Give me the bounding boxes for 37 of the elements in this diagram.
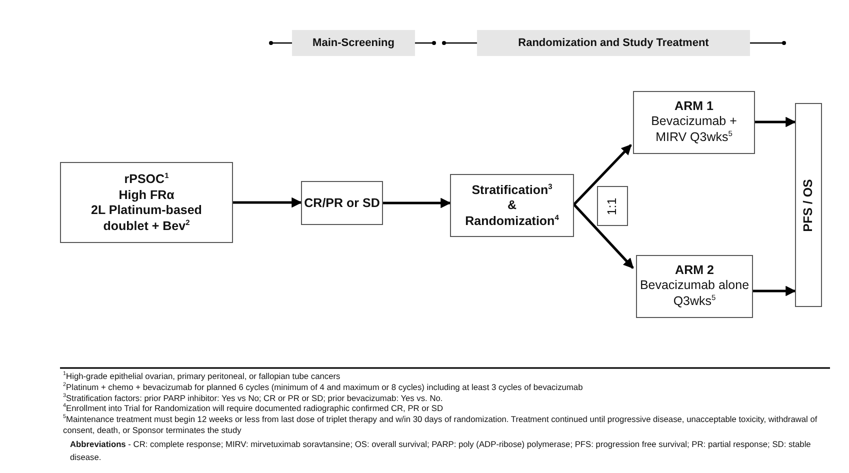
arm-box xyxy=(636,255,753,318)
node-text: Stratification$^{3}$ xyxy=(472,182,552,198)
node-text: High FRα xyxy=(118,188,174,202)
process-box xyxy=(301,181,383,225)
arrow xyxy=(755,116,796,128)
arm-box xyxy=(633,91,755,154)
arrow xyxy=(753,286,796,296)
footnote: $^{2}$Platinum + chemo + bevacizumab for planned 6 cycles (minimum of 4 and maximum or 8 cycles) including at least 3 cycles of bevacizumab xyxy=(63,382,584,392)
node-text: Randomization and Study Treatment xyxy=(518,37,709,49)
phase-band xyxy=(292,30,415,56)
node-text: 1:1 xyxy=(605,197,620,215)
node-text: PFS / OS xyxy=(801,178,816,232)
node-text: Main-Screening xyxy=(312,37,394,49)
arrow xyxy=(383,198,452,208)
node-text: Randomization$^{4}$ xyxy=(465,213,559,230)
node-text: doublet + Bev$^{2}$ xyxy=(103,218,190,234)
node-text: Bevacizumab + MIRV Q3wks$^{5}$ xyxy=(650,114,738,146)
node-text: 2L Platinum-based xyxy=(91,202,202,218)
process-box xyxy=(450,174,574,237)
node-text: & xyxy=(507,198,517,213)
node-text: CR/PR or SD xyxy=(304,196,380,210)
arrow xyxy=(573,204,634,269)
node-text: ARM 1 xyxy=(674,99,714,114)
arrow xyxy=(233,197,302,208)
node-text: Bevacizumab alone Q3wks$^{5}$ xyxy=(638,278,750,310)
abbreviations-note: Abbreviations - CR: complete response; MIRV: mirvetuximab soravtansine; OS: overall survival; PARP: poly (ADP-ribose) polymerase; PFS: progression free survival; PR: partial response; SD: stable disease. xyxy=(69,438,812,464)
process-box xyxy=(597,186,628,226)
arrow xyxy=(573,144,632,206)
footnote: $^{3}$Stratification factors: prior PARP inhibitor: Yes vs No; CR or PR or SD; prior bevacizumab: Yes vs. No. xyxy=(63,392,444,403)
footnote: $^{1}$High-grade epithelial ovarian, primary peritoneal, or fallopian tube cancers xyxy=(63,371,342,382)
process-box xyxy=(795,103,822,307)
node-text: ARM 2 xyxy=(675,263,714,278)
footnote: $^{5}$Maintenance treatment must begin 12 weeks or less from last dose of triplet therapy and w/in 30 days of randomization. Treatment continued until progressive disease, unacceptable toxicity, withdrawal of consent, death, or Sponsor terminates the study xyxy=(63,414,818,436)
node-text: rPSOC$^{1}$ xyxy=(124,171,169,188)
phase-band xyxy=(477,30,750,56)
footnote: $^{4}$Enrollment into Trial for Randomization will require documented radiographic confirmed CR, PR or SD xyxy=(63,403,444,414)
process-box xyxy=(60,162,233,243)
